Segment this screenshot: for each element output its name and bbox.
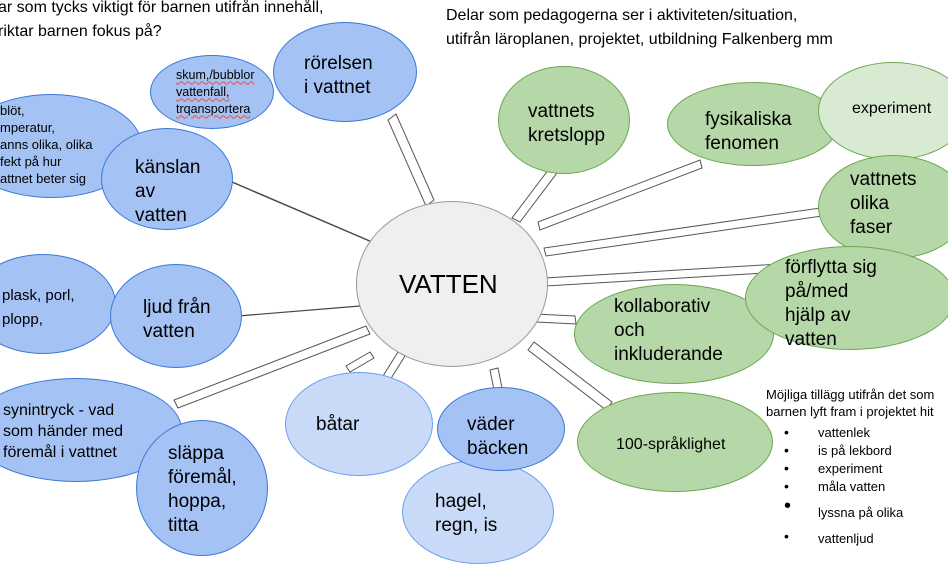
center-bubble — [356, 201, 548, 367]
bubble-kanslan — [101, 128, 233, 230]
bubble-batar — [285, 372, 433, 476]
connector-rorelsen — [387, 113, 435, 207]
connector-kanslan — [231, 181, 373, 243]
label-sprak: 100-språklighet — [616, 436, 726, 453]
notes-item: vattenljud — [766, 528, 934, 548]
bubble-faser — [818, 155, 948, 259]
label-synintryck: synintryck - vad som händer med föremål … — [3, 402, 124, 461]
label-fysikaliska: fysikaliska fenomen — [705, 109, 792, 154]
label-kollaborativ: kollaborativ och inkluderande — [614, 296, 723, 365]
bubble-forflytta — [745, 246, 948, 350]
bubble-skum — [150, 55, 274, 129]
notes-item: vattenlek — [766, 424, 934, 442]
connector-kretslopp — [511, 164, 561, 223]
notes-item: is på lekbord — [766, 442, 934, 460]
notes-item: måla vatten — [766, 478, 934, 496]
notes-heading: Möjliga tillägg utifrån det som barnen l… — [766, 387, 935, 419]
notes-item: experiment — [766, 460, 934, 478]
notes-list: vattenlek is på lekbord experiment måla … — [766, 424, 934, 548]
label-kanslan: känslan av vatten — [135, 157, 201, 226]
bubble-vader — [437, 387, 565, 471]
label-blot: blöt, mperatur, anns olika, olika fekt p… — [0, 103, 93, 186]
header-child-focus: ar som tycks viktigt för barnen utifrån … — [0, 0, 324, 40]
connector-faser — [543, 207, 823, 257]
bubble-kretslopp — [498, 66, 630, 174]
bubble-kollaborativ — [574, 284, 774, 384]
label-batar: båtar — [316, 414, 360, 435]
bubble-sprak — [577, 392, 773, 492]
bubble-rorelsen — [273, 22, 417, 122]
label-rorelsen: rörelsen i vattnet — [304, 53, 373, 98]
connector-synintryck — [173, 325, 371, 409]
label-kretslopp: vattnets kretslopp — [528, 101, 606, 146]
label-faser: vattnets olika faser — [850, 169, 917, 238]
label-hagel: hagel, regn, is — [435, 491, 498, 536]
label-plask: plask, porl, plopp, — [2, 287, 75, 328]
connector-slappa — [345, 351, 375, 373]
label-slappa: släppa föremål, hoppa, titta — [168, 443, 237, 536]
label-experiment: experiment — [852, 100, 932, 117]
label-forflytta: förflytta sig på/med hjälp av vatten — [785, 257, 877, 350]
connector-forflytta — [544, 263, 782, 287]
bubble-ljud — [110, 264, 242, 368]
label-vader: väder bäcken — [467, 414, 529, 459]
header-pedagogue-focus: Delar som pedagogerna ser i aktiviteten/… — [446, 7, 833, 48]
bubble-fysikaliska — [667, 82, 839, 166]
notes-box: Möjliga tillägg utifrån det som barnen l… — [766, 386, 934, 548]
connector-kollaborativ — [534, 313, 577, 325]
connector-ljud — [237, 305, 361, 317]
connector-fysikaliska — [537, 159, 703, 231]
bubble-experiment — [818, 62, 948, 160]
label-skum-text: skum,/bubblor vattenfall, trqansportera — [176, 68, 255, 116]
label-skum: skum,/bubblor vattenfall, trqansportera — [176, 67, 255, 118]
center-label: VATTEN — [399, 269, 498, 299]
label-ljud: ljud från vatten — [143, 297, 211, 342]
notes-item: lyssna på olika — [766, 498, 934, 528]
